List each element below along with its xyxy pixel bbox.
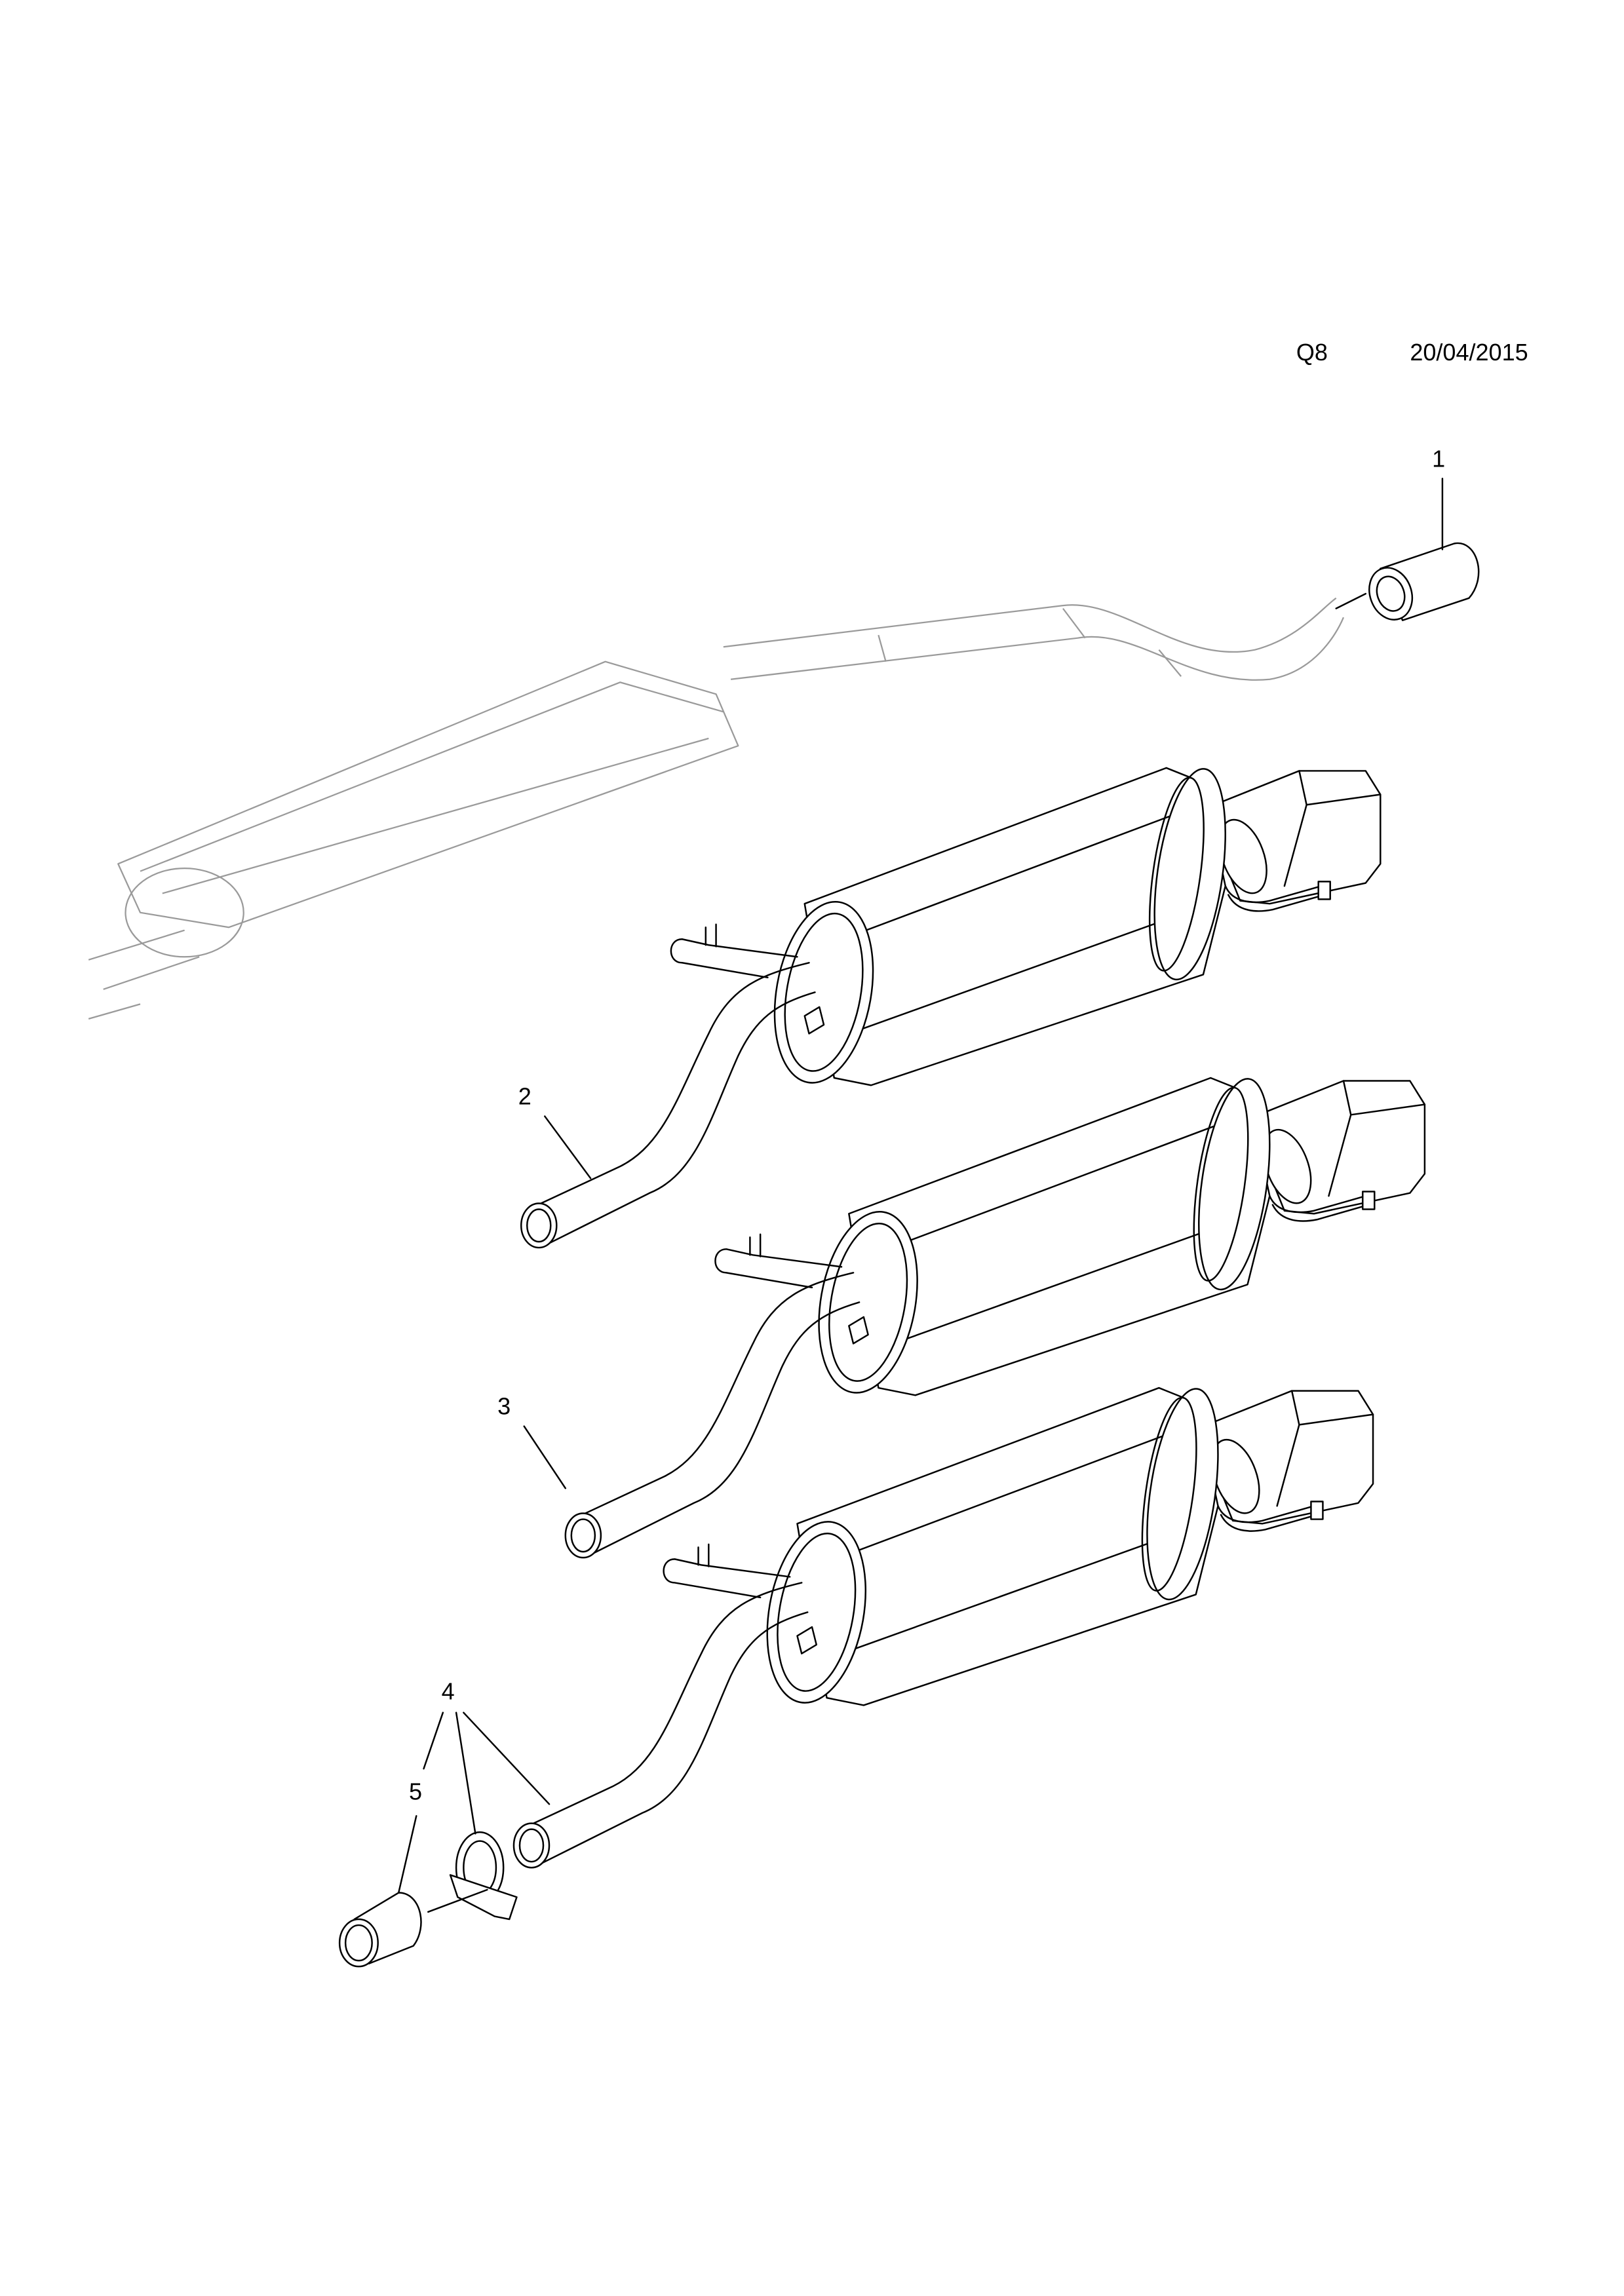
diagram-date: 20/04/2015 bbox=[1410, 339, 1528, 366]
callout-1: 1 bbox=[1432, 445, 1445, 472]
front-silencer-context bbox=[88, 592, 1367, 1020]
leader-lines bbox=[397, 478, 1444, 1894]
rear-muffler-part-4[interactable] bbox=[512, 1383, 1374, 1869]
tailpipe-tip-part-1[interactable] bbox=[1363, 542, 1480, 626]
assembly-axis-line bbox=[427, 1888, 488, 1913]
clamp-part-4[interactable] bbox=[449, 1831, 518, 1921]
callout-3: 3 bbox=[497, 1393, 511, 1420]
diagram-code: Q8 bbox=[1296, 339, 1328, 366]
callout-4: 4 bbox=[442, 1677, 455, 1704]
callout-2: 2 bbox=[518, 1083, 532, 1110]
callout-5: 5 bbox=[409, 1778, 422, 1805]
sleeve-part-5[interactable] bbox=[338, 1892, 422, 1968]
